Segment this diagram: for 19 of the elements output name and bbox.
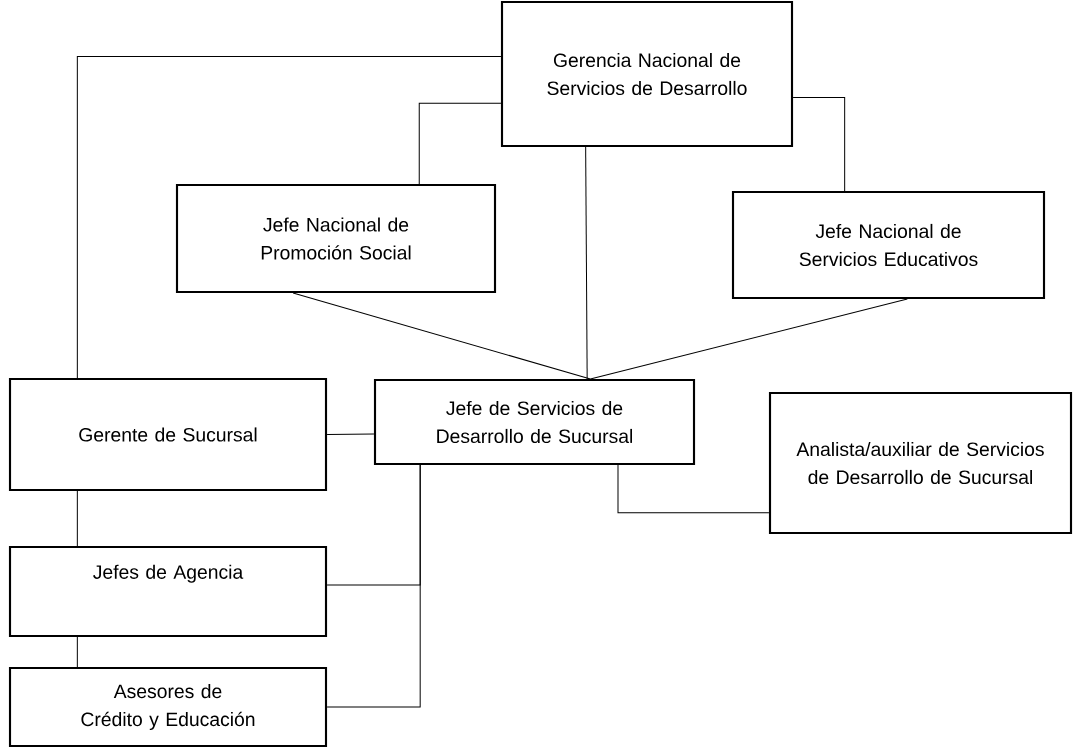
connector-line	[617, 464, 770, 514]
org-box: Jefe Nacional de Servicios Educativos	[731, 190, 1046, 300]
org-box: Gerencia Nacional de Servicios de Desarrollo	[500, 0, 794, 148]
connector-line	[76, 636, 78, 668]
connector-line	[585, 146, 588, 380]
org-box: Jefe de Servicios de Desarrollo de Sucursal	[373, 378, 696, 466]
connector-line	[792, 96, 846, 192]
connector-line	[326, 433, 375, 435]
connector-line	[76, 490, 78, 547]
org-box: Gerente de Sucursal	[8, 377, 328, 492]
org-box: Analista/auxiliar de Servicios de Desarrollo de Sucursal	[768, 391, 1073, 535]
connector-line	[76, 55, 502, 379]
org-box: Jefe Nacional de Promoción Social	[175, 183, 497, 294]
org-box: Jefes de Agencia	[8, 545, 328, 638]
connector-line	[326, 464, 421, 708]
connector-line	[418, 102, 502, 185]
connector-line	[292, 292, 591, 380]
org-box: Asesores de Crédito y Educación	[8, 666, 328, 748]
connector-line	[589, 298, 908, 380]
